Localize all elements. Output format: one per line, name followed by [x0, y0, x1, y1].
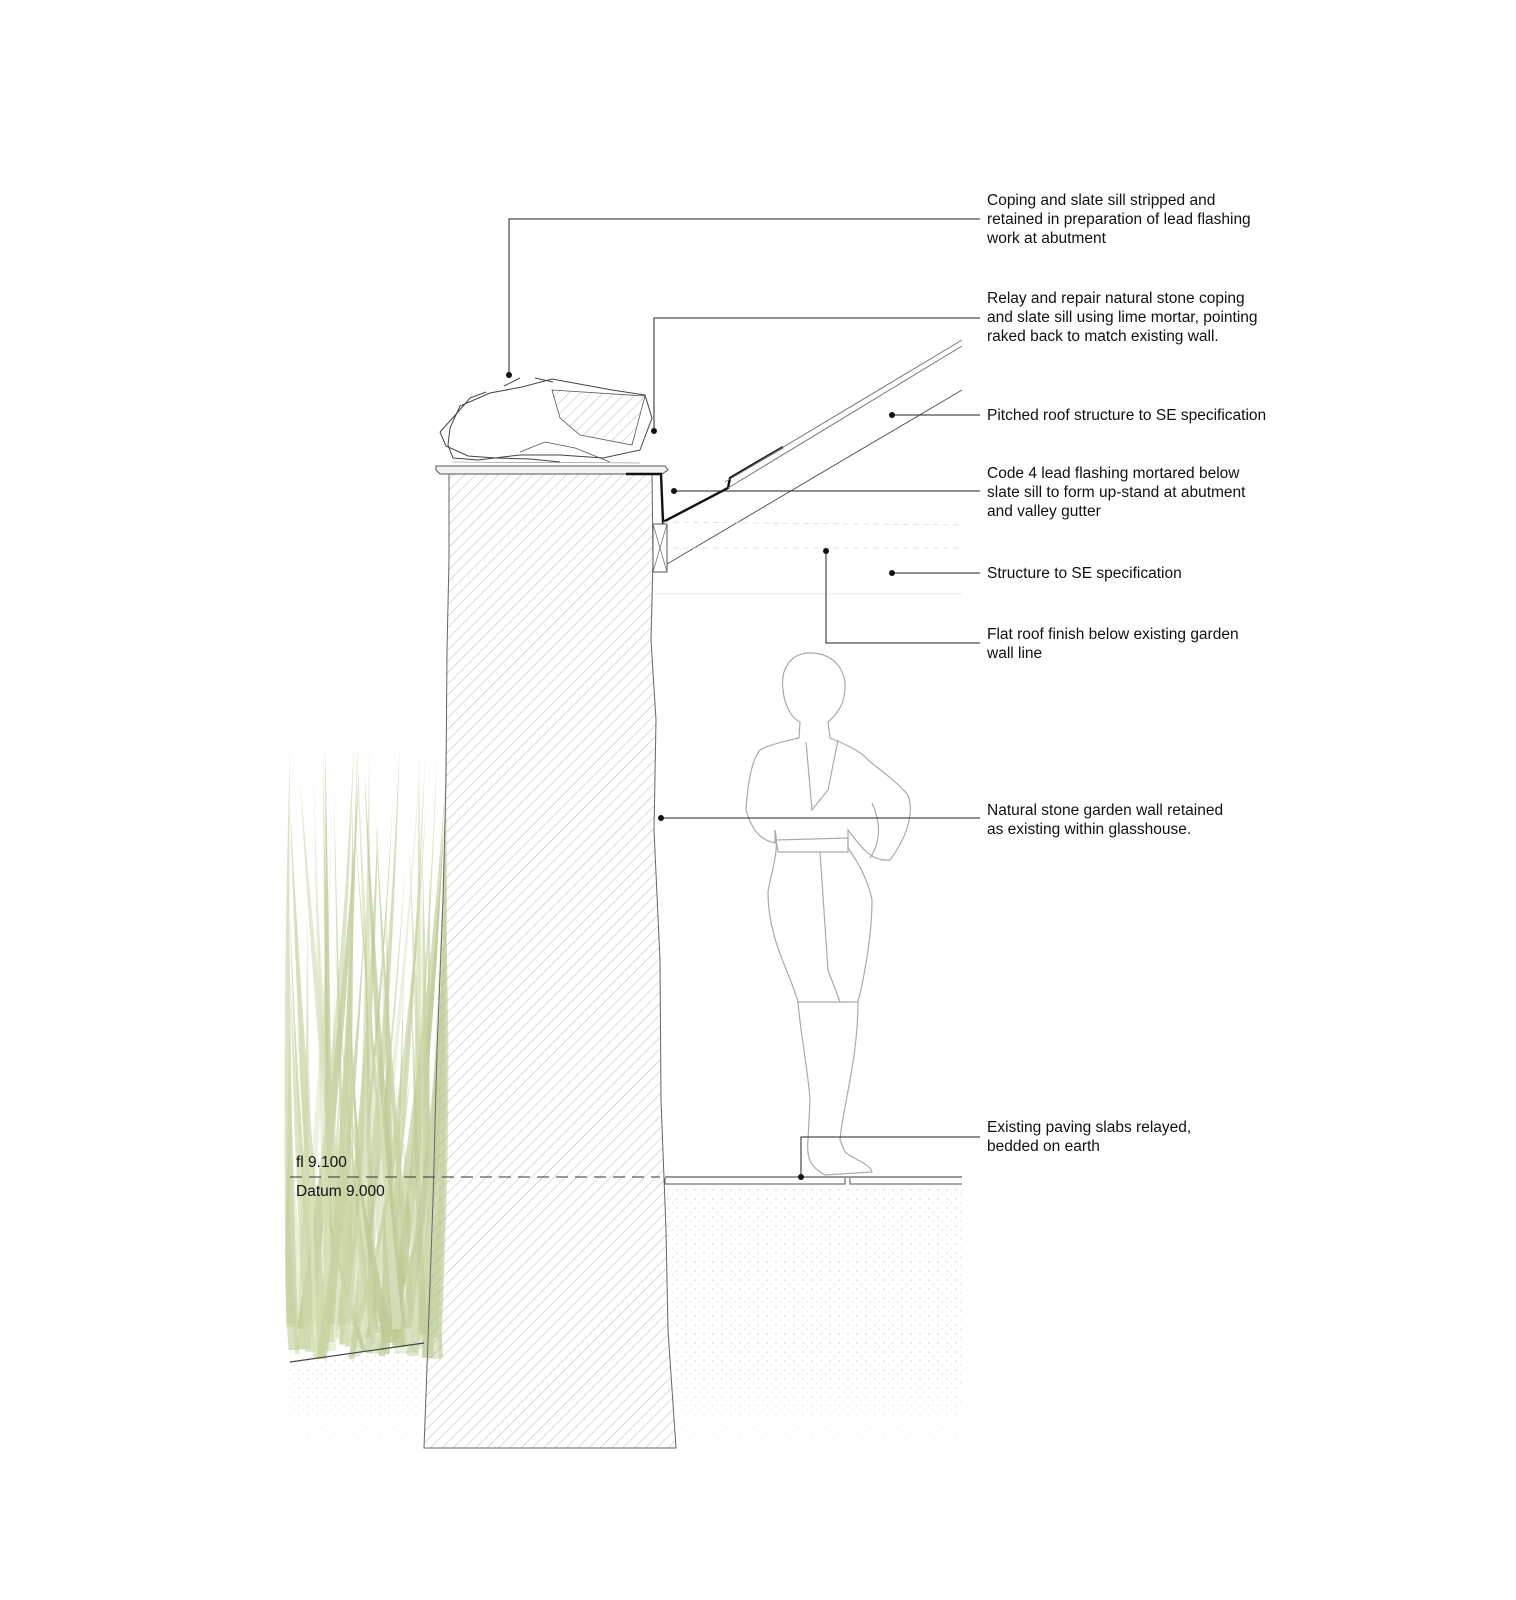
note-structure: Structure to SE specification [987, 565, 1182, 582]
standing-person-icon [745, 652, 911, 1176]
coping-stone [439, 377, 653, 464]
stone-garden-wall [423, 471, 677, 1449]
grass-blade [356, 812, 371, 1328]
grass-blade [290, 803, 330, 1351]
grass-blade [406, 752, 421, 1356]
grass-blade [284, 746, 299, 1327]
note-coping-stripped: Coping and slate sill stripped and retai… [987, 192, 1251, 247]
grass-blade [306, 958, 318, 1358]
grass-blade [417, 1052, 436, 1328]
note-pitched-roof: Pitched roof structure to SE specificati… [987, 407, 1267, 424]
grass-blade [410, 975, 428, 1335]
grass-blade [313, 771, 334, 1326]
leader-lines [508, 218, 980, 1177]
note-paving: Existing paving slabs relayed, bedded on… [987, 1119, 1192, 1155]
note-lead-flashing: Code 4 lead flashing mortared below slat… [987, 465, 1246, 520]
grass-blade [374, 1012, 403, 1330]
pitched-roof [655, 339, 963, 595]
grass-tufts-icon [284, 745, 449, 1360]
leader-dots [506, 372, 895, 1180]
lead-flashing [626, 445, 784, 573]
note-stone-wall: Natural stone garden wall retained as ex… [987, 802, 1224, 838]
grass-blade [290, 970, 316, 1352]
datum-label: Datum 9.000 [296, 1183, 385, 1200]
paving-slabs [664, 1176, 962, 1185]
note-relay-repair: Relay and repair natural stone coping an… [987, 290, 1258, 345]
grass-blade [364, 911, 378, 1330]
floor-level-label: fl 9.100 [296, 1154, 347, 1171]
note-flat-roof: Flat roof finish below existing garden w… [987, 626, 1239, 662]
ground-left-line [289, 1342, 425, 1363]
